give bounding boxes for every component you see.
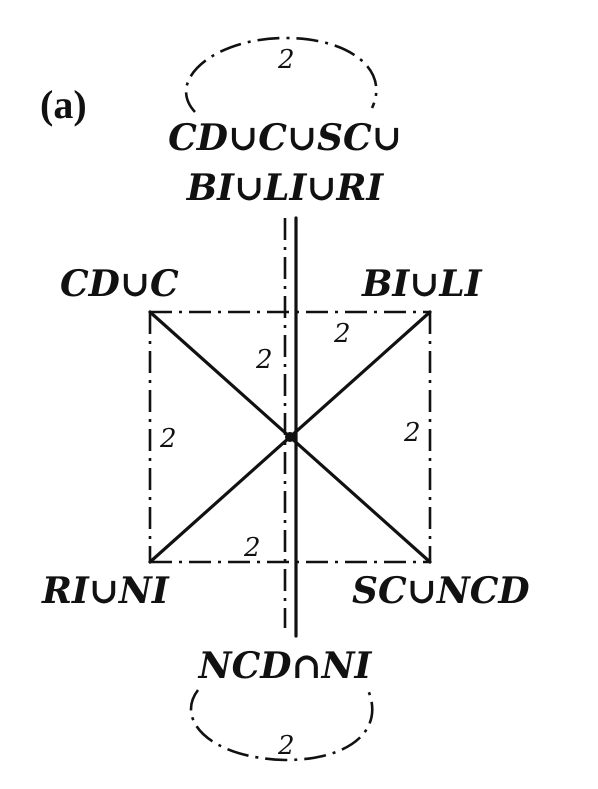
panel-label: (a) (40, 82, 87, 127)
node-bottom: NCD∩NI (198, 645, 373, 687)
node-top-line1: CD∪C∪SC∪ (168, 117, 402, 159)
node-bottom-right: SC∪NCD (352, 570, 530, 612)
bottom-edge-weight: 2 (243, 533, 261, 563)
node-top-line2: BI∪LI∪RI (186, 167, 385, 209)
bottom-self-loop (189, 689, 374, 762)
top-loop-weight: 2 (277, 45, 295, 75)
top-edge-weight: 2 (333, 319, 351, 349)
vertical-edge-weight: 2 (255, 345, 273, 375)
node-top-left: CD∪C (60, 263, 179, 305)
top-self-loop (184, 36, 378, 113)
center-junction (285, 432, 295, 442)
left-edge-weight: 2 (159, 424, 177, 454)
node-top-right: BI∪LI (361, 263, 483, 305)
right-edge-weight: 2 (403, 418, 421, 448)
node-bottom-left: RI∪NI (41, 570, 170, 612)
bottom-loop-weight: 2 (277, 731, 295, 761)
